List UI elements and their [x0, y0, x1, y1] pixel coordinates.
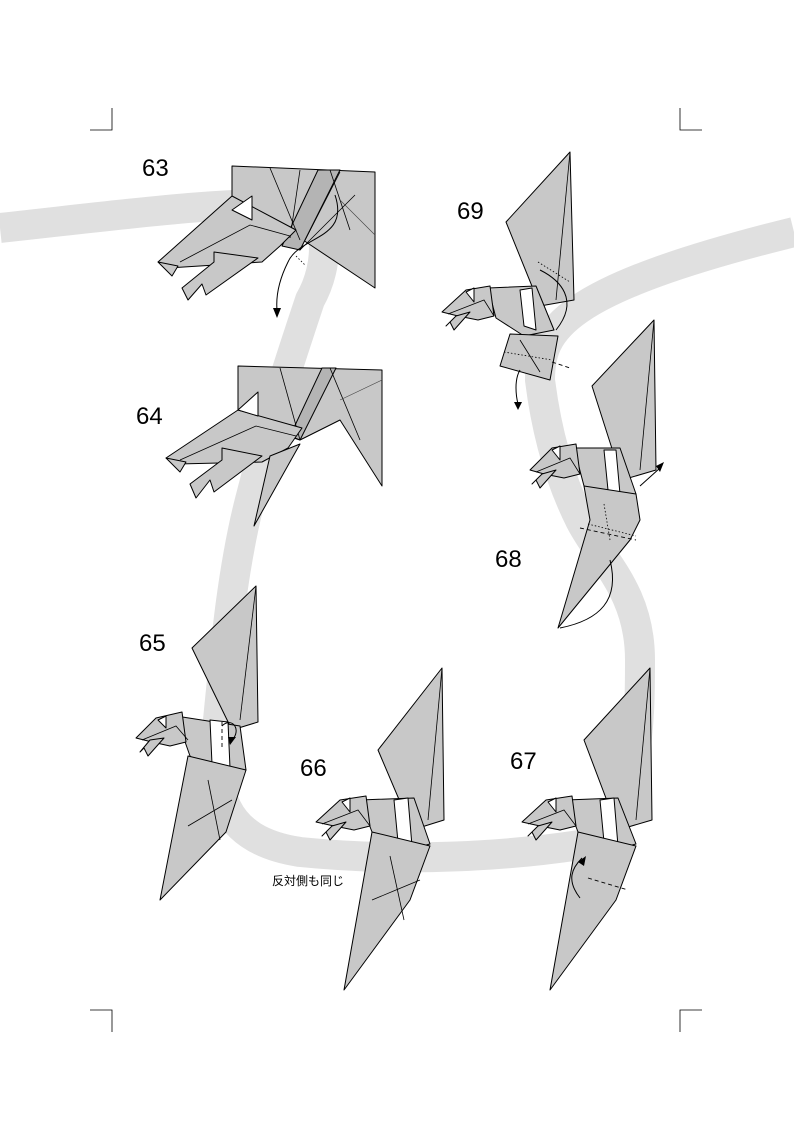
- same-on-other-side-note: 反対側も同じ: [272, 874, 345, 888]
- step-number-64: 64: [136, 403, 163, 430]
- step-number-65: 65: [139, 630, 166, 657]
- step-69-diagram: [441, 151, 575, 410]
- step-64-diagram: [165, 365, 383, 527]
- step-number-66: 66: [300, 755, 327, 782]
- step-number-67: 67: [510, 748, 537, 775]
- crop-marks: [90, 108, 702, 1032]
- step-67-diagram: [521, 667, 653, 991]
- step-number-69: 69: [457, 198, 484, 225]
- step-68-diagram: [529, 319, 664, 629]
- step-number-68: 68: [495, 546, 522, 573]
- step-number-63: 63: [142, 155, 169, 182]
- step-63-diagram: [157, 165, 376, 318]
- step-65-diagram: [135, 585, 259, 901]
- step-66-diagram: [315, 667, 445, 991]
